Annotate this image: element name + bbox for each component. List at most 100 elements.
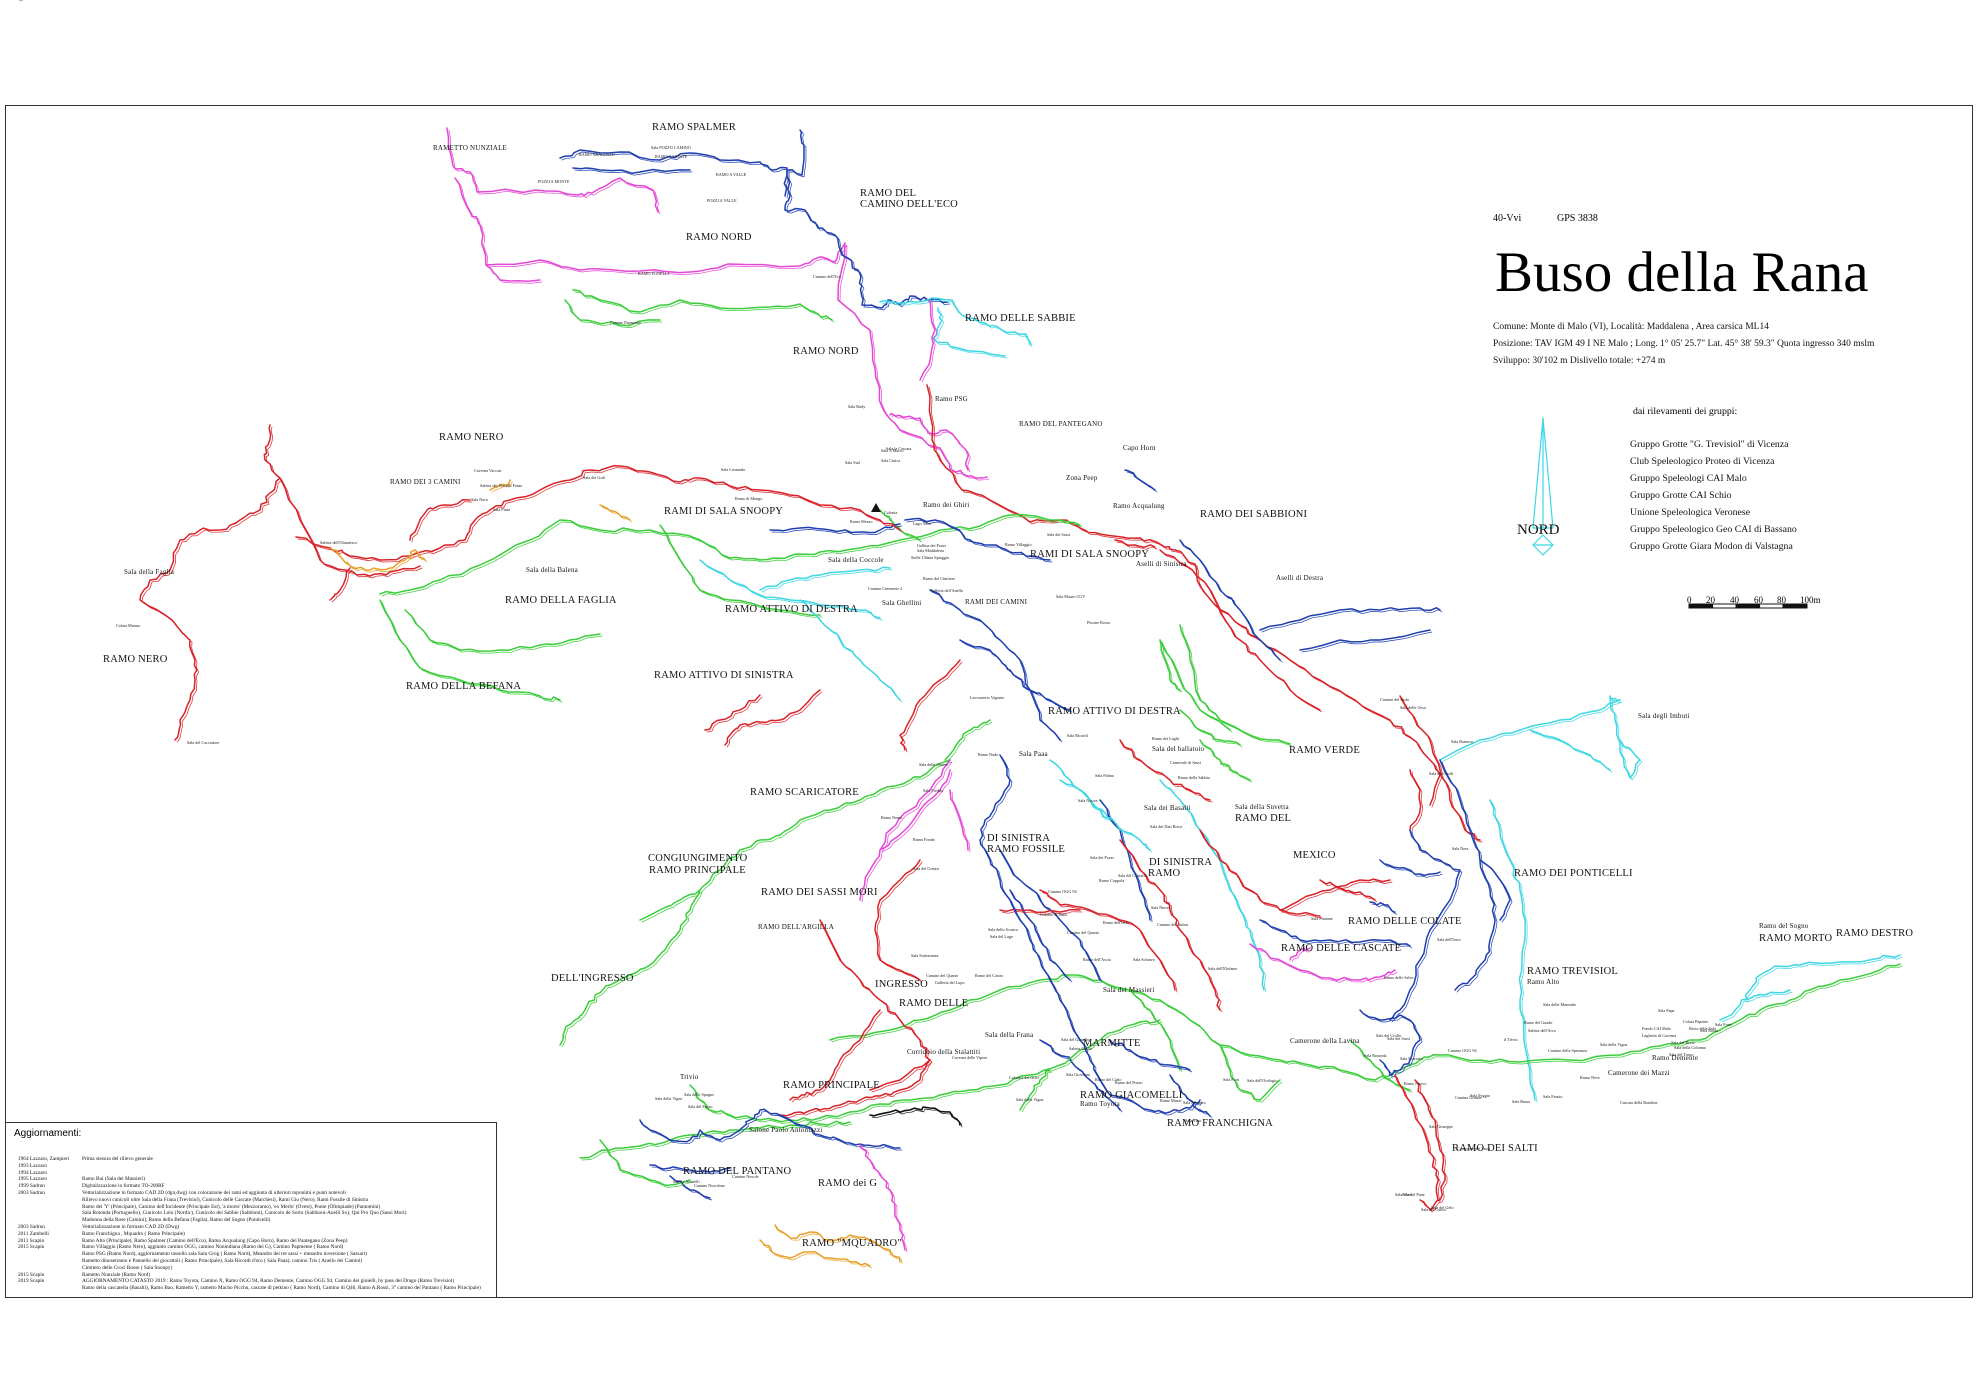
branch-label: RAMETTO NUNZIALE <box>433 144 508 152</box>
toponym-label: Ramo della Sabbia <box>1178 775 1210 780</box>
groups-heading: dai rilevamenti dei gruppi: <box>1633 406 1738 417</box>
update-row: 1994 Lazzaro <box>18 1170 47 1176</box>
toponym-label: Colata Marmo <box>116 623 140 628</box>
passage-wall <box>297 467 863 563</box>
branch-label: Ramo del Sogno <box>1759 922 1809 930</box>
toponym-label: Ramo delle Selve <box>1384 975 1414 980</box>
passage-wall <box>706 696 763 733</box>
toponym-label: Sala Nuova <box>1078 798 1098 803</box>
passage-line <box>1359 1009 1421 1076</box>
passage-line <box>559 149 949 309</box>
branch-label: Capo Horn <box>1123 444 1156 452</box>
toponym-label: Ramo del Guado <box>1524 1020 1552 1025</box>
toponym-label: RAMO ARAGOSTE <box>579 152 615 157</box>
passage-wall <box>331 548 428 573</box>
toponym-label: POZZI A VALLE <box>707 198 737 203</box>
passage-wall <box>651 1166 733 1175</box>
passage-wall <box>1261 609 1443 633</box>
branch-label: Ramo Acqualung <box>1113 502 1165 510</box>
toponym-label: Ramo del Castro <box>975 973 1003 978</box>
toponym-label: Saletta dei Vercelli Fanta <box>480 483 522 488</box>
update-year: 2011 Zambelli <box>18 1230 49 1237</box>
passage-wall <box>641 891 703 923</box>
toponym-label: Ramo Bianco <box>0 0 23 1</box>
passage-wall <box>1381 861 1443 878</box>
passage-wall <box>1161 641 1183 693</box>
passage-wall <box>574 291 835 323</box>
toponym-label: Sala del Vento <box>0 0 24 1</box>
passage-wall <box>901 661 963 753</box>
toponym-label: RAMO A MONTE <box>655 154 688 159</box>
toponym-label: Sala del Bivio <box>1671 1040 1695 1045</box>
passage-line <box>929 589 1061 741</box>
toponym-label: Colata Papente <box>1683 1019 1708 1024</box>
passage-wall <box>1291 949 1313 963</box>
toponym-label: Gallina dei Pozzi <box>917 543 947 548</box>
toponym-label: Sala del Lago <box>990 934 1013 939</box>
update-year: 2011 Scapin <box>18 1237 45 1244</box>
toponym-label: Sala Ventosa <box>0 0 22 1</box>
branch-label: RAMO GIACOMELLI <box>1080 1090 1183 1101</box>
passage-wall <box>761 568 893 593</box>
passage-wall <box>1041 891 1178 993</box>
branch-label: RAMO ATTIVO DI DESTRA <box>725 604 858 615</box>
passage-wall <box>661 526 823 618</box>
toponym-label: Sala del Pane <box>1402 1192 1425 1197</box>
info-line-position: Posizione: TAV IGM 49 I NE Malo ; Long. … <box>1493 339 1875 349</box>
toponym-label: POZZI A MONTE <box>538 179 570 184</box>
toponym-label: Sala del Tris <box>0 0 21 1</box>
toponym-label: Sala dei Ciuffi <box>1429 771 1454 776</box>
cave-passages <box>139 127 1903 1269</box>
toponym-label: Sala Venti <box>0 0 18 1</box>
passage-line <box>1124 469 1156 491</box>
passage-wall <box>141 426 283 743</box>
toponym-label: Ramo Paradiso <box>0 0 25 1</box>
toponym-label: Sala del Crauto <box>913 866 939 871</box>
toponym-label: Sala Rudy <box>848 404 866 409</box>
toponym-label: Camino del Gufo <box>1380 697 1409 702</box>
branch-label: Sala della Frana <box>985 1031 1034 1039</box>
branch-label: RAMO DEI 3 CAMINI <box>390 478 461 486</box>
branch-label: Ramo dei Ghiri <box>923 501 970 509</box>
passage-wall <box>881 761 953 853</box>
branch-label: Salone Paolo Antoniazzi <box>749 1126 823 1134</box>
toponym-label: Ramo del Cimitero <box>923 576 955 581</box>
branch-label: DI SINISTRA <box>1149 857 1213 868</box>
toponym-label: Camino del Quarto <box>1067 930 1099 935</box>
passage-line <box>599 504 631 521</box>
update-year: 2015 Scapin <box>18 1244 45 1251</box>
branch-label: RAMO DEI SABBIONI <box>1200 509 1308 520</box>
toponym-label: Saletta Arrotelli <box>673 1179 700 1184</box>
update-text: Madonna della Rose (Camini), Ramo della … <box>82 1217 271 1224</box>
branch-label: RAMO PRINCIPALE <box>649 865 746 876</box>
north-label: NORD <box>1517 522 1560 538</box>
passage-line <box>899 659 961 751</box>
toponym-label: Fondo CAI Malo <box>1642 1026 1671 1031</box>
passage-wall <box>406 611 603 654</box>
passage-line <box>1099 799 1151 921</box>
passage-wall <box>1441 697 1643 781</box>
passage-wall <box>1721 956 1903 1023</box>
branch-label: CAMINO DELL'ECO <box>860 199 958 210</box>
toponym-label: Carnevale di Sassi <box>1170 760 1202 765</box>
passage-wall <box>1401 697 1483 843</box>
passage-wall <box>1181 626 1293 747</box>
passage-line <box>1259 919 1411 947</box>
toponym-label: Sala delle Chiese <box>919 762 948 767</box>
passage-wall <box>1261 921 1413 949</box>
scale-label: 100m <box>1800 595 1821 605</box>
passage-wall <box>861 511 903 533</box>
passage-line <box>379 513 1081 595</box>
passage-line <box>1379 859 1441 877</box>
toponym-label: Sala Fredda <box>923 788 943 793</box>
toponym-label: Sala Sud <box>845 460 861 465</box>
toponym-label: Camino OGG 94 <box>1048 889 1078 894</box>
branch-label: Sala degli Imbuti <box>1638 712 1690 720</box>
passage-wall <box>381 516 1083 597</box>
toponym-label: Saletta dell'Ottantesco <box>320 540 357 545</box>
passage-line <box>1409 769 1422 831</box>
toponym-label: Sala Nova <box>0 0 17 1</box>
passage-line <box>1179 539 1281 661</box>
